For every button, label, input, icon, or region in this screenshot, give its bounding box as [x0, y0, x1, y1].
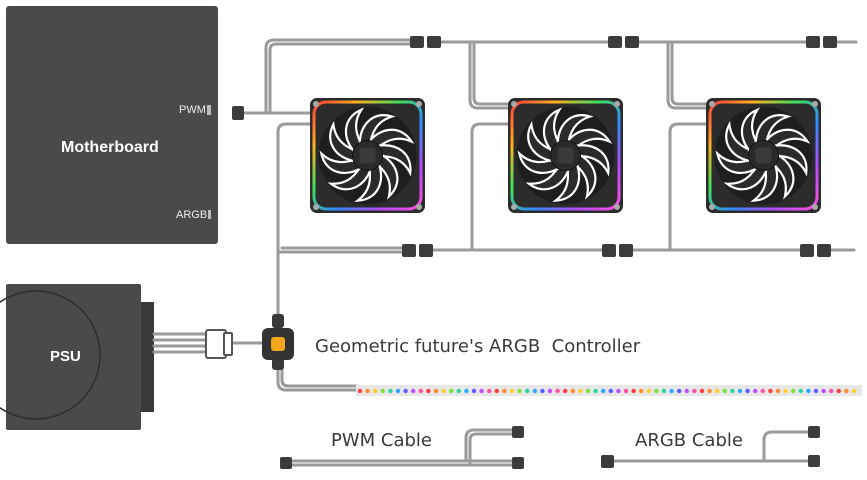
- led-dot: [806, 388, 811, 394]
- argb-controller: [262, 314, 294, 370]
- led-dot: [707, 388, 712, 394]
- led-dot: [745, 388, 750, 394]
- connectors: [232, 36, 837, 257]
- pwm-port-icon: [207, 105, 211, 115]
- led-dot: [783, 388, 788, 394]
- pwm-port-label: PWM: [179, 104, 206, 116]
- led-dot: [661, 388, 667, 394]
- led-dot: [570, 388, 575, 394]
- led-dot: [593, 388, 598, 394]
- led-dot: [395, 388, 401, 394]
- led-dot: [547, 388, 553, 394]
- pwm-cable-label: PWM Cable: [331, 430, 433, 451]
- motherboard-box: [6, 6, 218, 244]
- fan-3: [706, 98, 821, 213]
- led-dot: [631, 388, 636, 394]
- pwm-plug: [232, 106, 244, 120]
- led-dot: [357, 388, 363, 394]
- led-dot: [646, 388, 651, 394]
- led-dot: [813, 388, 819, 394]
- argb-cable-legend: [610, 430, 812, 463]
- led-dot: [730, 388, 735, 394]
- led-dot: [821, 388, 826, 394]
- led-dot: [836, 388, 841, 394]
- led-dot: [684, 388, 689, 394]
- led-dot: [479, 388, 484, 394]
- led-dot: [722, 388, 727, 394]
- led-dot: [373, 388, 378, 394]
- led-dot: [426, 388, 431, 394]
- led-dot: [601, 388, 606, 394]
- led-dot: [388, 388, 393, 394]
- led-dot: [471, 388, 477, 394]
- led-dot: [851, 388, 857, 394]
- controller-label: Geometric future's ARGB Controller: [315, 336, 641, 357]
- led-dot: [365, 388, 370, 394]
- led-dot: [525, 388, 530, 394]
- led-dot: [464, 388, 469, 394]
- led-dot: [692, 388, 697, 394]
- led-dot: [654, 388, 659, 394]
- led-dot: [578, 388, 583, 394]
- led-dot: [433, 388, 439, 394]
- led-dot: [509, 388, 515, 394]
- led-dot: [737, 388, 743, 394]
- psu-box: [6, 284, 141, 430]
- psu-fan-outline: [0, 290, 101, 420]
- led-dot: [639, 388, 644, 394]
- led-dot: [829, 388, 834, 394]
- led-dot: [669, 388, 674, 394]
- led-dot: [456, 388, 461, 394]
- led-dot: [791, 388, 796, 394]
- led-dot: [540, 388, 545, 394]
- led-dot: [768, 388, 773, 394]
- led-dot: [760, 388, 765, 394]
- led-dot: [555, 388, 560, 394]
- led-dot: [608, 388, 613, 394]
- led-dot: [798, 388, 803, 394]
- led-dot: [380, 388, 385, 394]
- argb-port-icon: [208, 210, 211, 219]
- led-dot: [403, 388, 408, 394]
- psu-connector: [141, 302, 154, 412]
- led-dot: [699, 388, 705, 394]
- fan-2: [508, 98, 623, 213]
- led-dot: [517, 388, 522, 394]
- fan-1: [310, 98, 425, 213]
- led-dot: [616, 388, 621, 394]
- led-dot: [585, 388, 591, 394]
- led-dot: [441, 388, 446, 394]
- led-strip: [357, 388, 857, 394]
- fans: [310, 98, 821, 213]
- argb-port-label: ARGB: [176, 209, 208, 221]
- led-dot: [775, 388, 781, 394]
- motherboard-label: Motherboard: [61, 139, 159, 156]
- led-dot: [563, 388, 568, 394]
- led-dot: [494, 388, 499, 394]
- psu-label: PSU: [50, 348, 81, 365]
- pwm-cable-legend: [288, 428, 516, 467]
- led-dot: [844, 388, 849, 394]
- controller-led-icon: [271, 337, 285, 351]
- led-dot: [753, 388, 758, 394]
- led-dot: [677, 388, 682, 394]
- cables: [152, 38, 858, 392]
- led-dot: [502, 388, 507, 394]
- led-dot: [532, 388, 537, 394]
- led-dot: [449, 388, 454, 394]
- led-dot: [418, 388, 423, 394]
- led-dot: [623, 388, 629, 394]
- led-dot: [487, 388, 492, 394]
- led-dot: [715, 388, 720, 394]
- argb-cable-label: ARGB Cable: [635, 430, 743, 451]
- led-dot: [411, 388, 416, 394]
